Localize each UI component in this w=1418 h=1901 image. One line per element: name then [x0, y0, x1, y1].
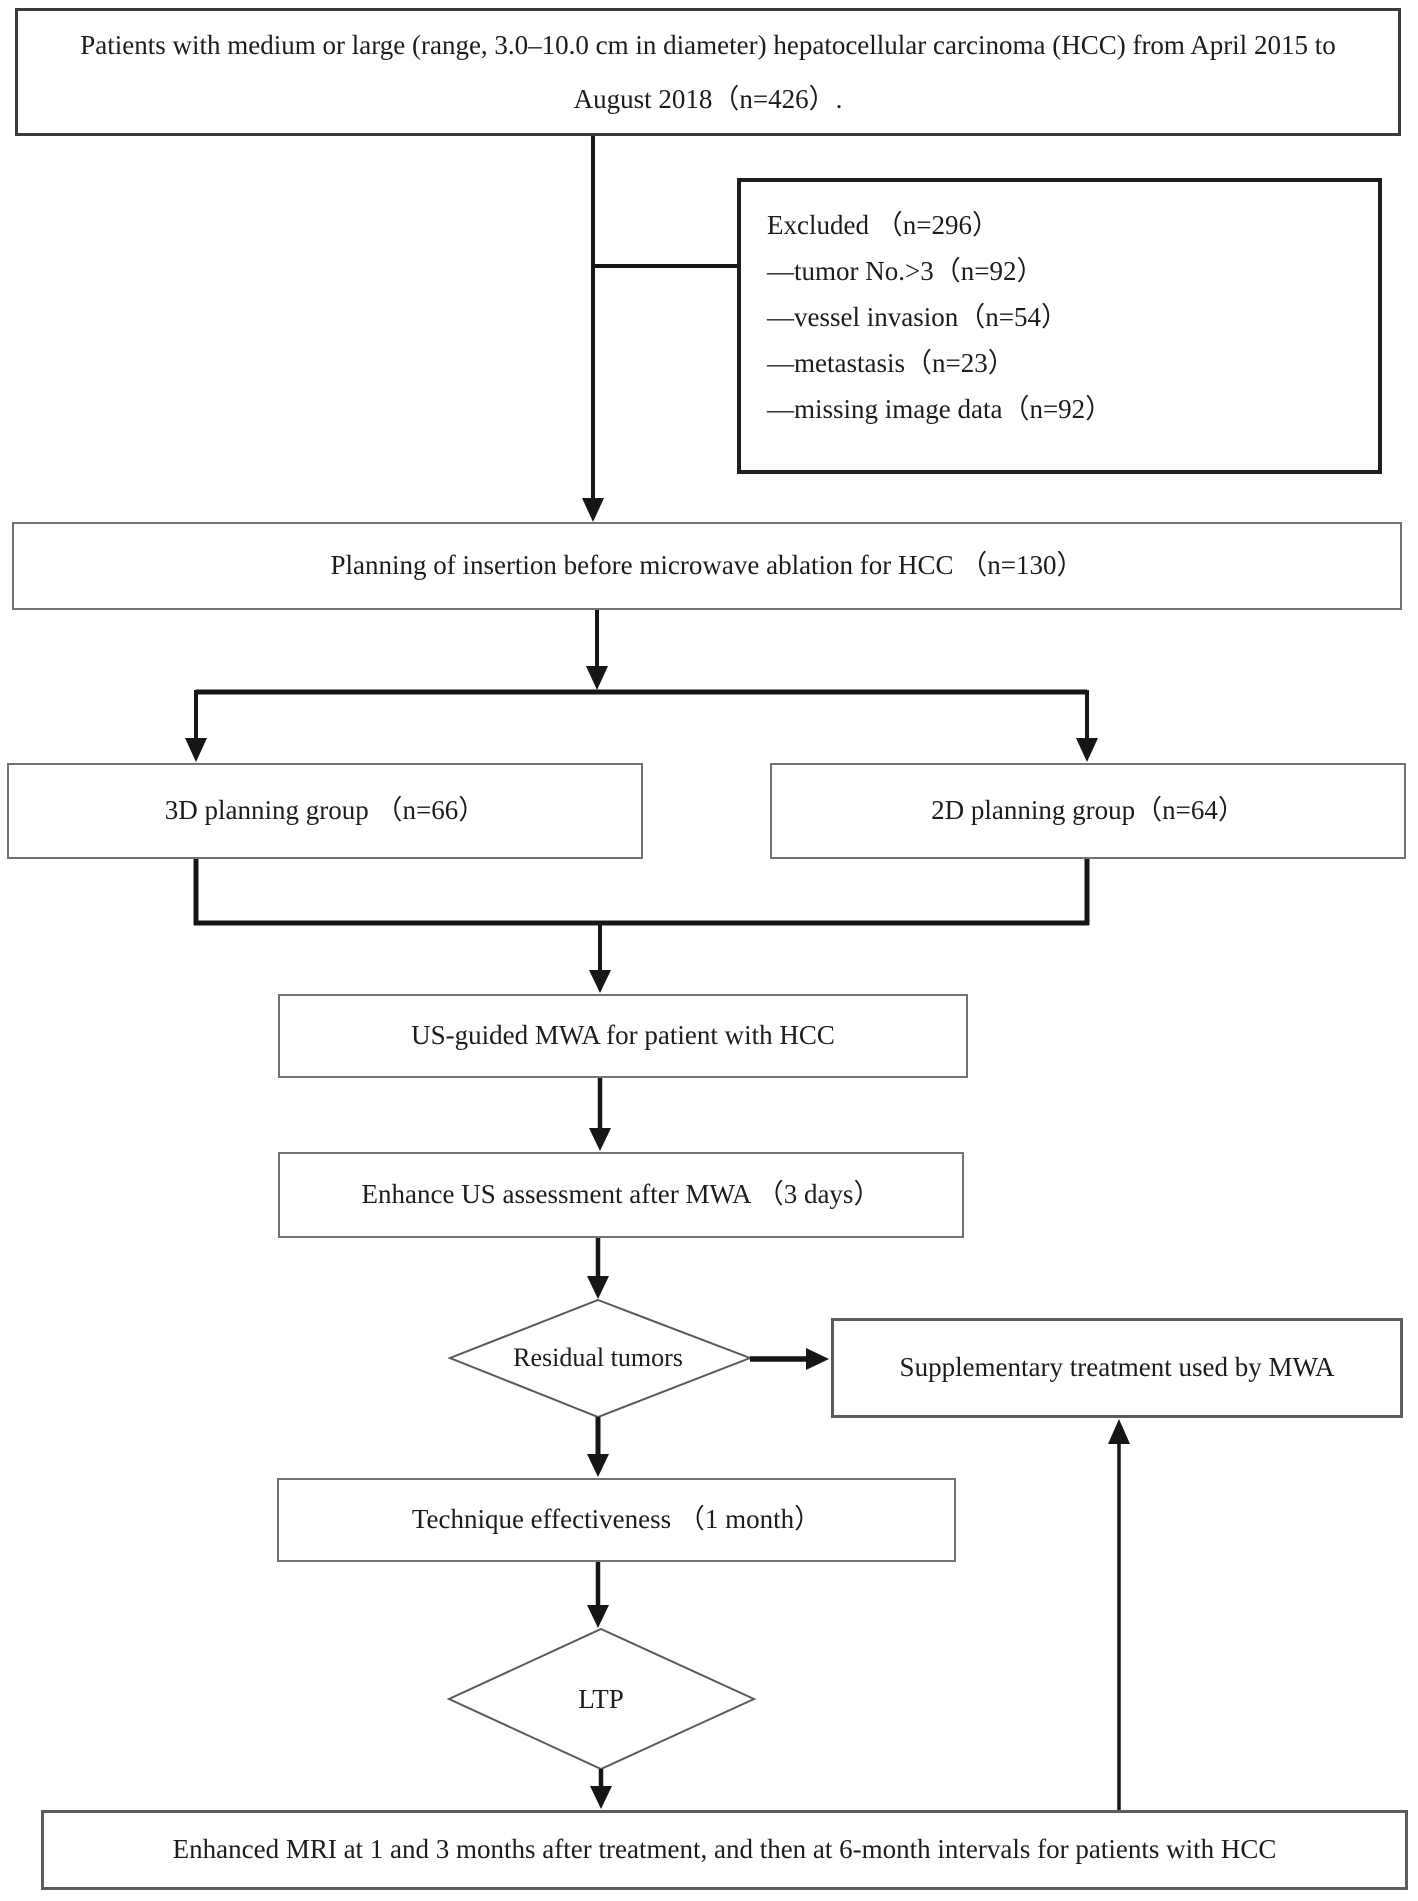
- node-residual-tumors-label: Residual tumors: [513, 1343, 683, 1372]
- node-technique-effectiveness-label: Technique effectiveness （1 month）: [411, 1504, 822, 1535]
- arrowhead-assessment: [589, 1128, 611, 1151]
- node-3d-planning-group: 3D planning group （n=66）: [7, 763, 643, 859]
- arrowhead-residual: [587, 1276, 609, 1299]
- node-3d-planning-group-label: 3D planning group （n=66）: [164, 795, 486, 826]
- node-patients-label: Patients with medium or large (range, 3.…: [80, 30, 1336, 114]
- node-excluded: Excluded （n=296） —tumor No.>3（n=92） —ves…: [737, 178, 1382, 474]
- node-us-assessment-label: Enhance US assessment after MWA （3 days）: [361, 1179, 881, 1210]
- node-followup-mri-label: Enhanced MRI at 1 and 3 months after tre…: [172, 1834, 1277, 1865]
- node-excluded-item: —tumor No.>3（n=92）: [767, 256, 1044, 286]
- node-supplementary-treatment-label: Supplementary treatment used by MWA: [899, 1352, 1335, 1383]
- arrowhead-3d: [185, 738, 207, 762]
- arrowhead-ltp: [587, 1605, 609, 1628]
- node-us-guided-mwa-label: US-guided MWA for patient with HCC: [411, 1020, 835, 1051]
- arrowhead-supplementary: [806, 1348, 829, 1370]
- node-excluded-item: —vessel invasion（n=54）: [767, 302, 1068, 332]
- node-2d-planning-group-label: 2D planning group（n=64）: [931, 795, 1245, 826]
- node-us-assessment: Enhance US assessment after MWA （3 days）: [278, 1152, 964, 1238]
- node-planning-label: Planning of insertion before microwave a…: [330, 550, 1084, 581]
- node-technique-effectiveness: Technique effectiveness （1 month）: [277, 1478, 956, 1562]
- arrowhead-technique: [587, 1454, 609, 1477]
- node-followup-mri: Enhanced MRI at 1 and 3 months after tre…: [41, 1810, 1408, 1890]
- node-ltp-label: LTP: [578, 1684, 624, 1714]
- arrowhead-split: [586, 666, 608, 690]
- arrowhead-2d: [1076, 738, 1098, 762]
- node-us-guided-mwa: US-guided MWA for patient with HCC: [278, 994, 968, 1078]
- node-excluded-item: —missing image data（n=92）: [767, 394, 1113, 424]
- arrowhead-feedback-up: [1108, 1419, 1130, 1444]
- node-planning: Planning of insertion before microwave a…: [12, 522, 1402, 610]
- node-supplementary-treatment: Supplementary treatment used by MWA: [831, 1318, 1403, 1418]
- arrowhead-followup: [590, 1786, 612, 1809]
- arrowhead-planning: [582, 498, 604, 522]
- node-patients: Patients with medium or large (range, 3.…: [15, 8, 1401, 136]
- node-excluded-title: Excluded （n=296）: [767, 210, 999, 240]
- node-2d-planning-group: 2D planning group（n=64）: [770, 763, 1406, 859]
- arrowhead-mwa: [589, 970, 611, 993]
- node-excluded-item: —metastasis（n=23）: [767, 348, 1015, 378]
